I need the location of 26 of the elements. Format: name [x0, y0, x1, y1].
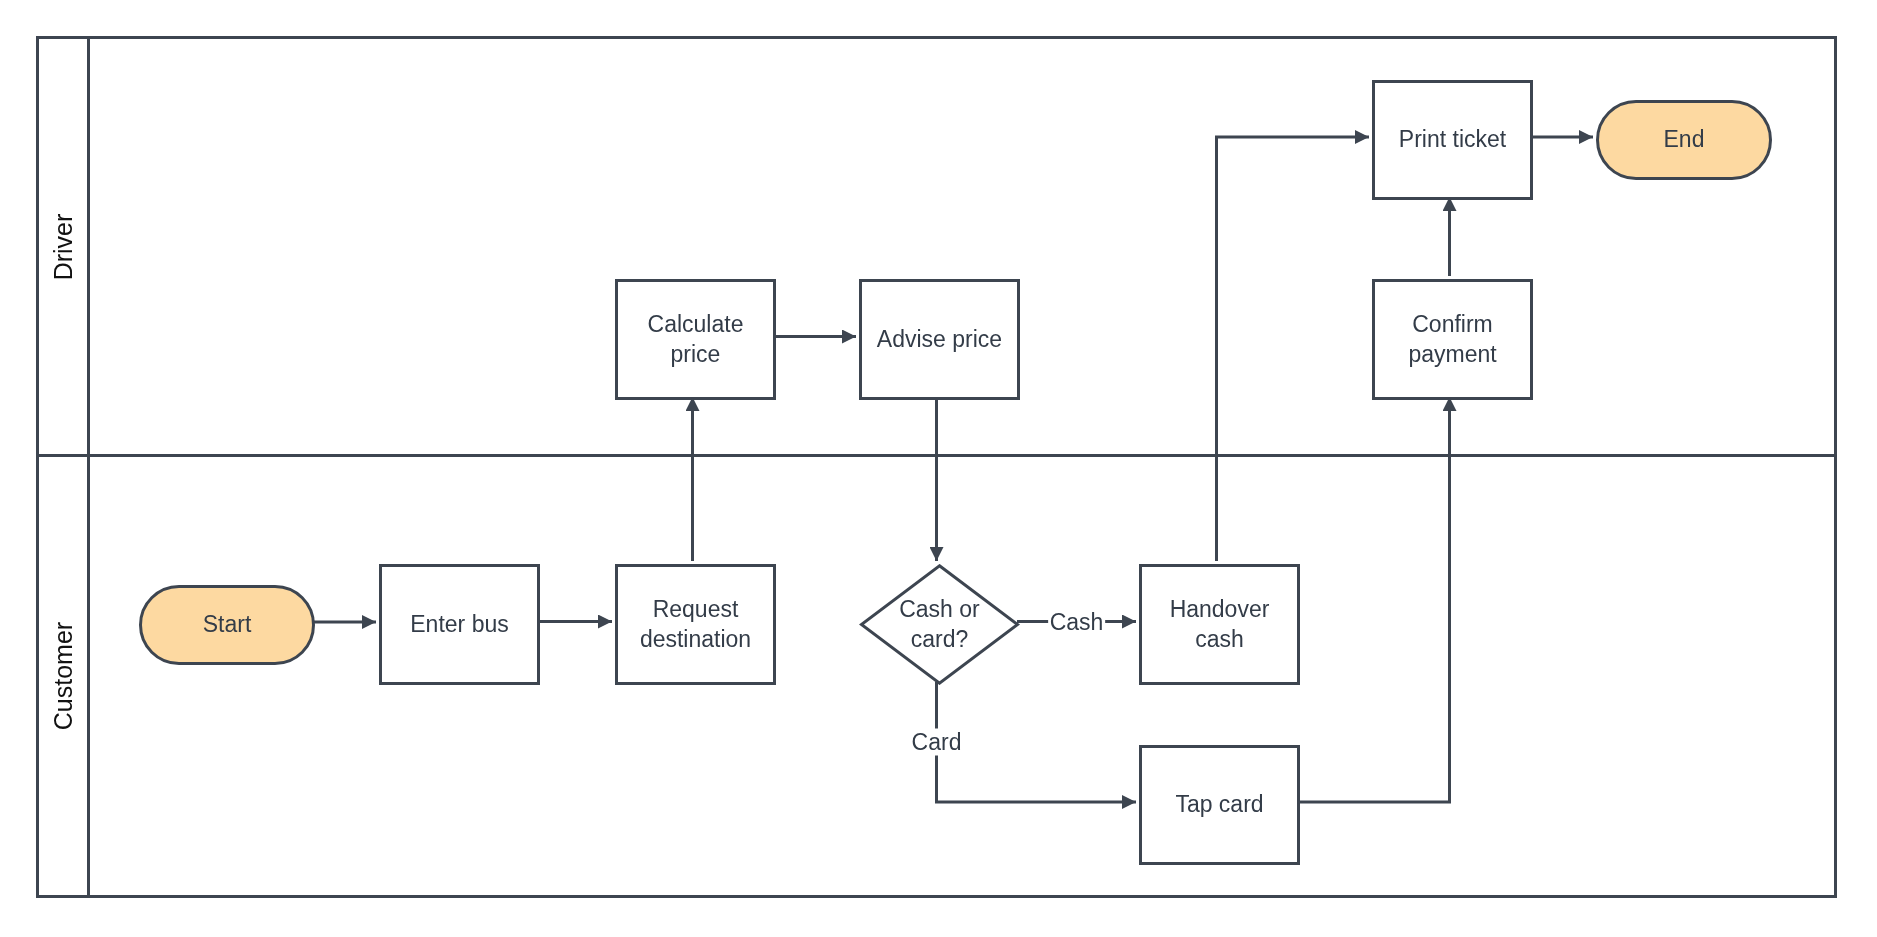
lane-label: Driver — [47, 213, 78, 280]
swimlane — [36, 36, 1837, 457]
swimlane — [36, 454, 1837, 898]
process-box: Calculate price — [615, 279, 776, 400]
arrow — [1530, 130, 1593, 144]
arrow — [537, 614, 612, 629]
edge-label: Card — [909, 728, 964, 756]
process-box: Tap card — [1139, 745, 1300, 865]
arrow — [773, 329, 856, 344]
arrow — [929, 397, 944, 561]
arrow — [935, 682, 1136, 809]
process-box: Request destination — [615, 564, 776, 685]
arrow — [1215, 130, 1369, 561]
process-box: Handover cash — [1139, 564, 1300, 685]
arrow — [312, 615, 376, 629]
terminal-pill: End — [1596, 100, 1772, 180]
decision-diamond: Cash or card? — [859, 564, 1020, 685]
process-box: Enter bus — [379, 564, 540, 685]
process-box: Advise price — [859, 279, 1020, 400]
lane-label: Customer — [47, 621, 78, 731]
arrow — [1297, 397, 1457, 804]
arrow — [1442, 197, 1457, 276]
process-box: Print ticket — [1372, 80, 1533, 200]
arrow — [685, 397, 700, 561]
process-box: Confirm payment — [1372, 279, 1533, 400]
terminal-pill: Start — [139, 585, 315, 665]
